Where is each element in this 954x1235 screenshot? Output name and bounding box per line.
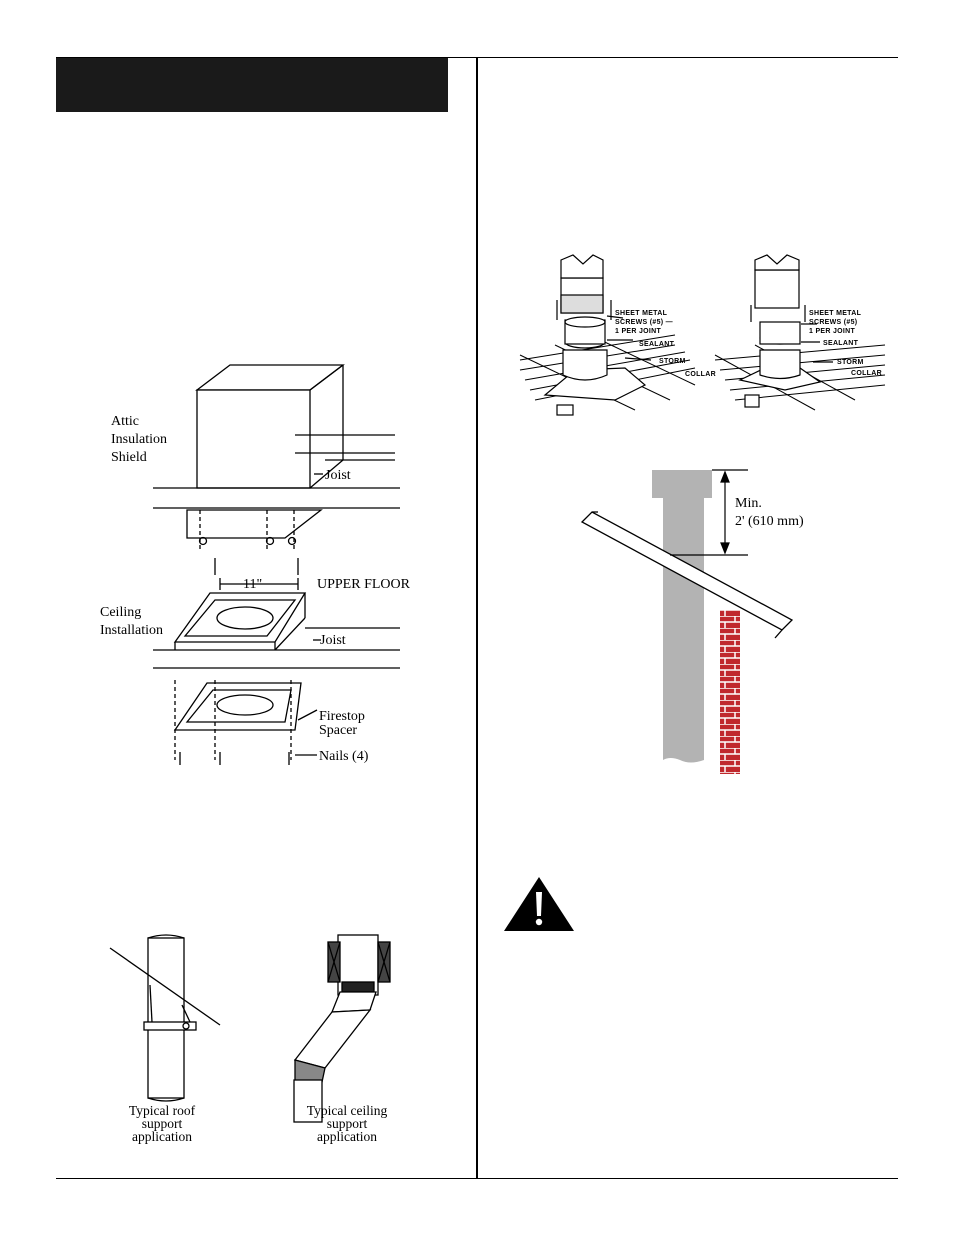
brick-wall [720, 610, 740, 774]
left-screws-line3: 1 PER JOINT [615, 328, 662, 335]
upper-floor-label: UPPER FLOOR [317, 577, 411, 592]
chimney-height-diagram: Min. 2' (610 mm) [580, 469, 804, 774]
ceiling-caption-line3: application [317, 1129, 377, 1144]
dimension-label: 11" [243, 577, 262, 592]
right-screws-line3: 1 PER JOINT [809, 328, 856, 335]
left-screws-line2: SCREWS (#5) — [615, 319, 673, 326]
right-collar-label: COLLAR [851, 370, 882, 377]
chimney-pipe-body [663, 498, 704, 763]
column-divider [476, 57, 478, 1179]
roof-caption-line2: support [142, 1116, 183, 1131]
left-screws-line1: SHEET METAL [615, 310, 668, 317]
right-screws-line1: SHEET METAL [809, 310, 862, 317]
attic-label-line3: Shield [111, 450, 147, 465]
roof-caption-line1: Typical roof [129, 1103, 196, 1118]
section-title-bar [56, 58, 448, 112]
firestop-label-line1: Firestop [319, 709, 365, 724]
support-applications-diagram: Typical roof support application Typical… [109, 934, 391, 1144]
ceiling-label-line1: Ceiling [100, 605, 141, 620]
joist-lower-label: Joist [320, 633, 346, 648]
min-height-label: 2' (610 mm) [735, 514, 804, 529]
attic-label-line1: Attic [111, 414, 139, 429]
attic-insulation-diagram: Attic Insulation Shield Joist 11" UPPER … [100, 364, 411, 765]
nails-label: Nails (4) [319, 749, 369, 764]
attic-label-line2: Insulation [111, 432, 167, 447]
joist-upper-label: Joist [325, 468, 351, 483]
right-screws-line2: SCREWS (#5) [809, 319, 857, 326]
storm-collar-diagram: SHEET METAL SCREWS (#5) — 1 PER JOINT SE… [519, 254, 886, 416]
warning-icon [504, 877, 574, 931]
firestop-label-line2: Spacer [319, 723, 357, 738]
left-storm-label: STORM [659, 358, 686, 365]
min-label: Min. [735, 496, 762, 511]
left-sealant-label: SEALANT [639, 341, 675, 348]
ceiling-caption-line1: Typical ceiling [307, 1103, 388, 1118]
ceiling-caption-line2: support [327, 1116, 368, 1131]
ceiling-label-line2: Installation [100, 623, 163, 638]
right-storm-label: STORM [837, 359, 864, 366]
roof-caption-line3: application [132, 1129, 192, 1144]
left-collar-label: COLLAR [685, 371, 716, 378]
right-sealant-label: SEALANT [823, 340, 859, 347]
chimney-pipe [652, 470, 712, 498]
